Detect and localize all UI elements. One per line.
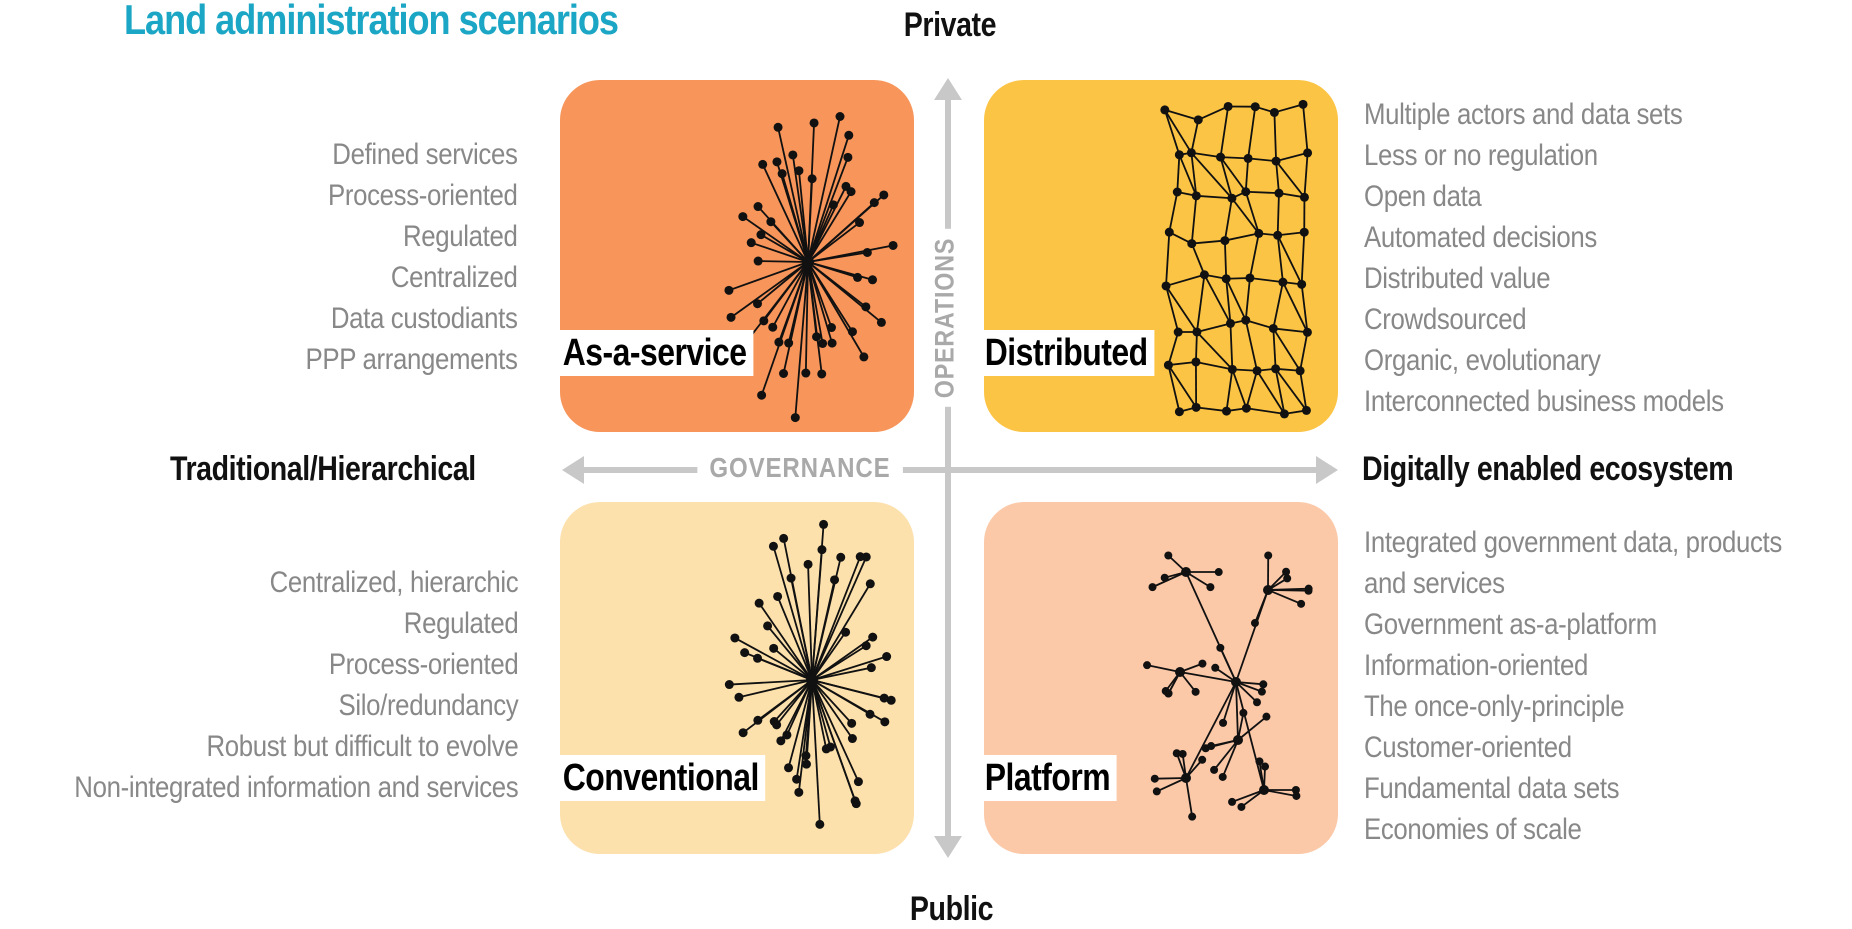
trait-item: Government as-a-platform (1364, 604, 1782, 645)
trait-item: The once-only-principle (1364, 686, 1782, 727)
axis-label-private: Private (904, 6, 996, 45)
quadrant-label-conventional: Conventional (556, 755, 766, 801)
trait-item: Robust but difficult to evolve (74, 726, 518, 767)
trait-item: Defined services (306, 134, 518, 175)
trait-item: Interconnected business models (1364, 381, 1724, 422)
trait-item: Multiple actors and data sets (1364, 94, 1724, 135)
trait-item: Centralized (306, 257, 518, 298)
trait-item: Economies of scale (1364, 809, 1782, 850)
hub-network-icon (1143, 551, 1313, 820)
axis-label-public: Public (910, 890, 993, 929)
trait-item: Process-oriented (306, 175, 518, 216)
trait-item: Automated decisions (1364, 217, 1724, 258)
traits-as-a-service: Defined services Process-oriented Regula… (306, 134, 518, 380)
trait-item: Information-oriented (1364, 645, 1782, 686)
quadrant-label-distributed: Distributed (978, 330, 1154, 376)
governance-axis-label: GOVERNANCE (697, 452, 902, 484)
traits-platform: Integrated government data, products and… (1364, 522, 1782, 850)
operations-axis-label: OPERATIONS (930, 229, 961, 407)
trait-item: Non-integrated information and services (74, 767, 518, 808)
mesh-network-icon (1160, 100, 1312, 419)
trait-item: Regulated (306, 216, 518, 257)
traits-conventional: Centralized, hierarchic Regulated Proces… (74, 562, 518, 808)
quadrant-label-platform: Platform (978, 755, 1117, 801)
axis-label-traditional: Traditional/Hierarchical (170, 450, 476, 489)
trait-item: Crowdsourced (1364, 299, 1724, 340)
trait-item: Open data (1364, 176, 1724, 217)
trait-item: Distributed value (1364, 258, 1724, 299)
trait-item: PPP arrangements (306, 339, 518, 380)
trait-item: Centralized, hierarchic (74, 562, 518, 603)
trait-item: Data custodiants (306, 298, 518, 339)
trait-item: Less or no regulation (1364, 135, 1724, 176)
trait-item: Organic, evolutionary (1364, 340, 1724, 381)
traits-distributed: Multiple actors and data sets Less or no… (1364, 94, 1724, 422)
trait-item: Integrated government data, products (1364, 522, 1782, 563)
trait-item: Customer-oriented (1364, 727, 1782, 768)
trait-item: Silo/redundancy (74, 685, 518, 726)
trait-item: Process-oriented (74, 644, 518, 685)
trait-item: Regulated (74, 603, 518, 644)
trait-item: Fundamental data sets (1364, 768, 1782, 809)
trait-item: and services (1364, 563, 1782, 604)
quadrant-label-as-a-service: As-a-service (556, 330, 753, 376)
axis-label-digital-ecosystem: Digitally enabled ecosystem (1362, 450, 1733, 489)
